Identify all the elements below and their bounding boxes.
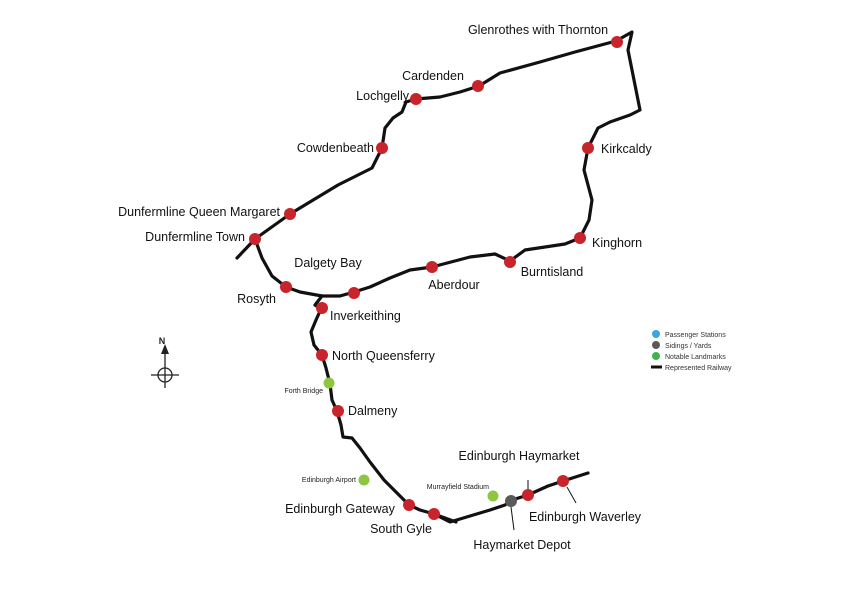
station-label: Aberdour <box>428 278 479 292</box>
station-label: Dunfermline Queen Margaret <box>118 205 280 219</box>
landmark-marker[interactable] <box>323 377 335 389</box>
legend-passenger-swatch <box>652 330 660 338</box>
stations: Glenrothes with Thornton Cardenden Lochg… <box>118 23 652 536</box>
station-marker[interactable] <box>472 80 484 92</box>
station-label: Cardenden <box>402 69 464 83</box>
station-label: Edinburgh Waverley <box>529 510 642 524</box>
station-marker[interactable] <box>316 349 328 361</box>
station-label: North Queensferry <box>332 349 436 363</box>
station-label: Lochgelly <box>356 89 410 103</box>
sidings: Haymarket Depot <box>473 495 571 552</box>
compass-icon: N <box>151 336 179 388</box>
landmark-marker[interactable] <box>487 490 499 502</box>
landmark-label: Murrayfield Stadium <box>427 484 489 491</box>
station-marker[interactable] <box>332 405 344 417</box>
station-marker[interactable] <box>249 233 261 245</box>
siding-marker[interactable] <box>505 495 517 507</box>
station-label: Kinghorn <box>592 236 642 250</box>
station-marker[interactable] <box>582 142 594 154</box>
legend-passenger-label: Passenger Stations <box>665 332 726 339</box>
railway-line-fife-circle-north <box>235 30 642 298</box>
station-marker[interactable] <box>284 208 296 220</box>
station-marker[interactable] <box>280 281 292 293</box>
station-label: Dunfermline Town <box>145 230 245 244</box>
station-label: Cowdenbeath <box>297 141 374 155</box>
station-label: Glenrothes with Thornton <box>468 23 608 37</box>
station-marker[interactable] <box>504 256 516 268</box>
station-marker[interactable] <box>316 302 328 314</box>
railway-line-dunfermline-rosyth <box>253 237 324 298</box>
station-marker[interactable] <box>410 93 422 105</box>
siding-label: Haymarket Depot <box>473 538 571 552</box>
station-marker[interactable] <box>348 287 360 299</box>
landmarks: Forth Bridge Edinburgh Airport Murrayfie… <box>284 377 499 502</box>
landmark-label: Edinburgh Airport <box>302 477 356 484</box>
legend-railway-label: Represented Railway <box>665 365 732 372</box>
legend-landmarks-swatch <box>652 352 660 360</box>
station-label: Dalgety Bay <box>294 256 362 270</box>
station-marker[interactable] <box>426 261 438 273</box>
landmark-marker[interactable] <box>358 474 370 486</box>
legend-sidings-label: Sidings / Yards <box>665 343 712 350</box>
station-marker[interactable] <box>376 142 388 154</box>
station-label: Kirkcaldy <box>601 142 652 156</box>
station-marker[interactable] <box>611 36 623 48</box>
station-label: South Gyle <box>370 522 432 536</box>
station-marker[interactable] <box>557 475 569 487</box>
legend-sidings-swatch <box>652 341 660 349</box>
station-label: Burntisland <box>521 265 584 279</box>
station-label: Dalmeny <box>348 404 398 418</box>
station-marker[interactable] <box>403 499 415 511</box>
compass-label: N <box>159 336 166 346</box>
station-label: Edinburgh Haymarket <box>459 449 580 463</box>
station-marker[interactable] <box>522 489 534 501</box>
legend: Passenger Stations Sidings / Yards Notab… <box>651 330 732 372</box>
station-marker[interactable] <box>574 232 586 244</box>
station-label: Edinburgh Gateway <box>285 502 396 516</box>
station-label: Rosyth <box>237 292 276 306</box>
station-marker[interactable] <box>428 508 440 520</box>
landmark-label: Forth Bridge <box>284 388 323 395</box>
station-label: Inverkeithing <box>330 309 401 323</box>
legend-landmarks-label: Notable Landmarks <box>665 354 726 361</box>
